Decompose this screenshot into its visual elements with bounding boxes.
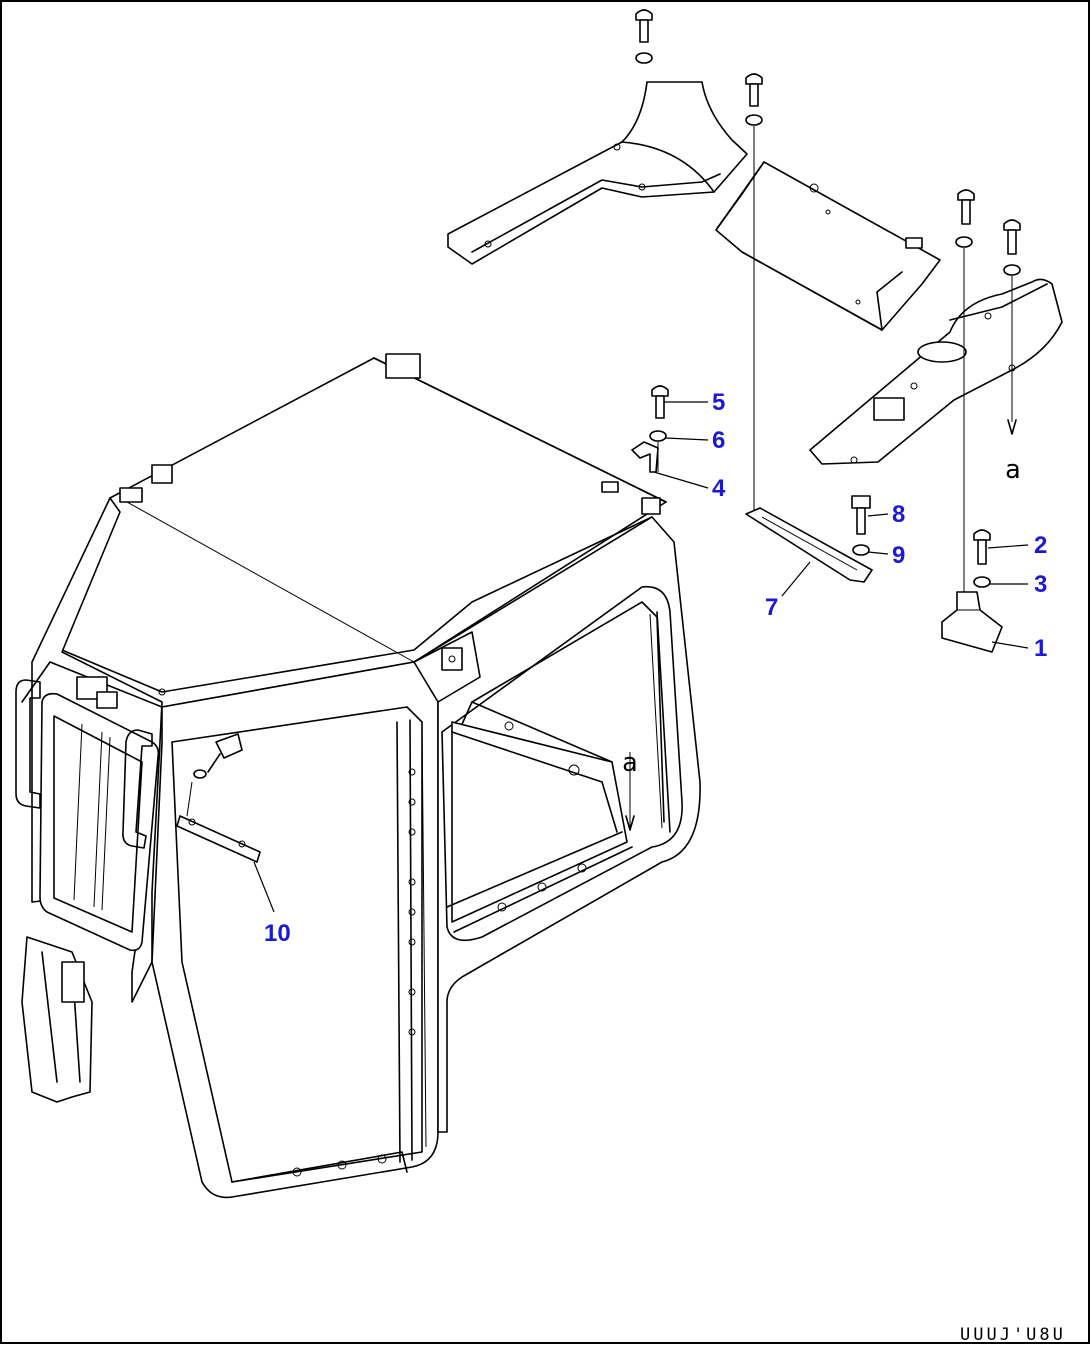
rail-holes bbox=[408, 768, 416, 1036]
callout-3: 3 bbox=[1034, 571, 1047, 598]
drawing-code: UUUJ'U8U bbox=[960, 1325, 1066, 1345]
part-10-bracket bbox=[176, 733, 261, 863]
part-3-washer bbox=[973, 576, 991, 588]
part-5-bolt bbox=[651, 385, 669, 419]
top-bolt-2 bbox=[745, 73, 763, 512]
duct-cover-left bbox=[447, 81, 748, 265]
part-8-bolt bbox=[851, 495, 871, 535]
duct-cover-right bbox=[809, 278, 1063, 465]
part-1-bracket bbox=[941, 591, 1003, 653]
callout-1: 1 bbox=[1034, 635, 1047, 662]
cab-frame bbox=[15, 353, 701, 1199]
callout-5: 5 bbox=[712, 389, 725, 416]
top-bolt-4 bbox=[1003, 219, 1021, 435]
callout-8: 8 bbox=[892, 501, 905, 528]
callout-6: 6 bbox=[712, 427, 725, 454]
reference-arrow-cab bbox=[625, 752, 635, 831]
part-4-clip bbox=[631, 441, 659, 473]
part-9-washer bbox=[852, 544, 870, 556]
top-bolt-1 bbox=[635, 9, 653, 64]
callout-10: 10 bbox=[264, 920, 291, 947]
part-7-plate bbox=[745, 507, 873, 583]
callout-labels: 1 2 3 4 5 6 7 8 9 10 bbox=[264, 389, 1047, 947]
leader-lines bbox=[253, 401, 1029, 913]
part-2-bolt bbox=[973, 529, 991, 565]
reference-mark-a-top: a bbox=[1005, 455, 1021, 485]
callout-7: 7 bbox=[765, 594, 778, 621]
reference-mark-a-cab: a bbox=[622, 748, 638, 778]
callout-9: 9 bbox=[892, 542, 905, 569]
duct-cover-center bbox=[715, 161, 941, 331]
top-bolt-3 bbox=[955, 189, 975, 598]
callout-2: 2 bbox=[1034, 532, 1047, 559]
callout-4: 4 bbox=[712, 475, 726, 502]
